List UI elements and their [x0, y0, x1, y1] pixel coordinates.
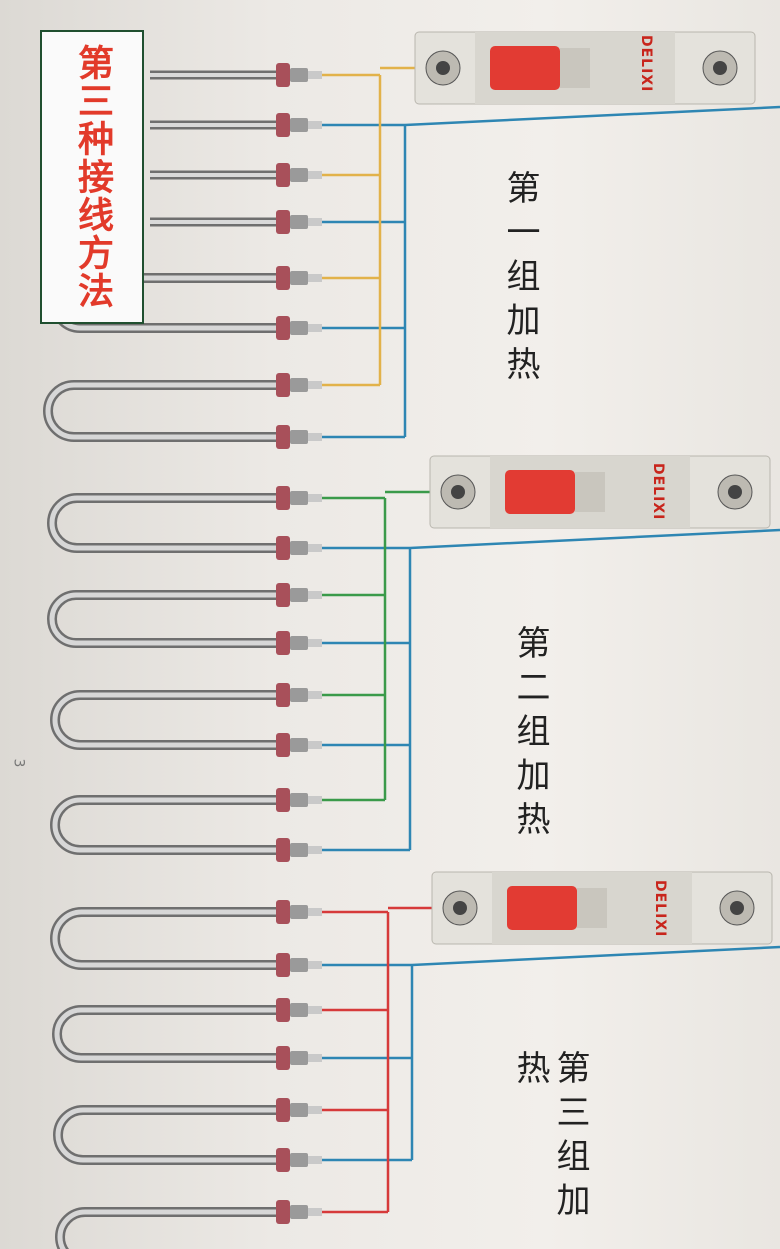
heating-element-icon [47, 493, 290, 553]
heating-element-icon [47, 590, 290, 648]
page-number: 3 [10, 758, 27, 768]
terminal-screw-icon [276, 900, 322, 924]
heating-element-icon [53, 1105, 290, 1165]
terminal-screw-icon [276, 210, 322, 234]
group-label-1: 第一组加热 [500, 170, 540, 390]
page-title: 第三种接线方法 [72, 44, 113, 310]
terminal-screw-icon [276, 163, 322, 187]
terminal-screw-icon [276, 953, 322, 977]
terminal-screw-icon [276, 113, 322, 137]
terminal-screw-icon [276, 838, 322, 862]
terminal-screw-icon [276, 316, 322, 340]
heating-element-icon [50, 795, 290, 855]
breaker-icon [429, 455, 771, 529]
heating-element-icon [55, 1207, 290, 1249]
terminal-screw-icon [276, 583, 322, 607]
heating-element-icon [50, 690, 290, 750]
terminal-screw-icon [276, 1200, 322, 1224]
terminal-screw-icon [276, 373, 322, 397]
terminal-screw-icon [276, 266, 322, 290]
heating-element-icon [50, 907, 290, 970]
title-box: 第三种接线方法 [40, 30, 144, 324]
terminal-screw-icon [276, 683, 322, 707]
heating-element-icon [52, 1005, 290, 1063]
terminal-screw-icon [276, 788, 322, 812]
group-label-3: 第三组加热 [510, 1050, 590, 1226]
breaker-icon [431, 871, 773, 945]
breaker-icon [414, 31, 756, 105]
terminal-screw-icon [276, 536, 322, 560]
terminal-screw-icon [276, 733, 322, 757]
terminal-screw-icon [276, 1148, 322, 1172]
group-label-2: 第二组加热 [510, 625, 550, 845]
terminal-screw-icon [276, 425, 322, 449]
terminal-screw-icon [276, 998, 322, 1022]
heating-element-icon [43, 380, 290, 442]
breaker-brand-1: DELIXI [638, 35, 654, 93]
terminal-screw-icon [276, 486, 322, 510]
terminal-screw-icon [276, 63, 322, 87]
terminal-screw-icon [276, 1098, 322, 1122]
terminal-screw-icon [276, 1046, 322, 1070]
breaker-brand-2: DELIXI [650, 463, 666, 521]
terminal-screw-icon [276, 631, 322, 655]
breaker-brand-3: DELIXI [652, 880, 668, 938]
